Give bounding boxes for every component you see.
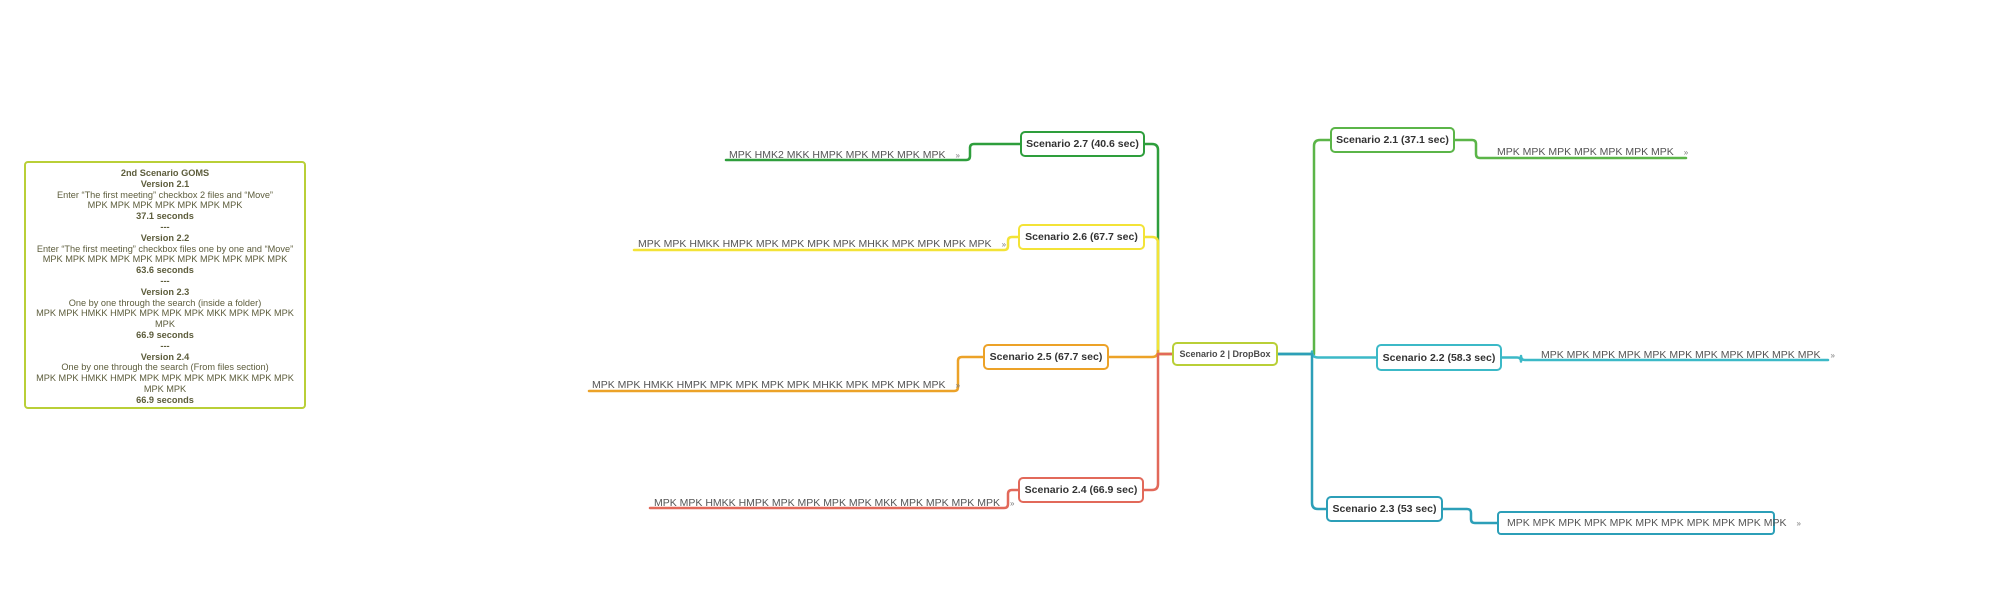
notes-line: Enter “The first meeting” checkbox files… (36, 243, 294, 254)
leaf-text: MPK MPK MPK MPK MPK MPK MPK (1497, 146, 1674, 158)
leaf-sequence-s24[interactable]: MPK MPK HMKK HMPK MPK MPK MPK MPK MKK MP… (654, 495, 1014, 511)
notes-line: 66.9 seconds (136, 329, 194, 340)
connector-path (1143, 142, 1174, 356)
expand-icon[interactable]: » (955, 381, 961, 390)
leaf-sequence-s22[interactable]: MPK MPK MPK MPK MPK MPK MPK MPK MPK MPK … (1541, 347, 1835, 363)
expand-icon[interactable]: » (955, 151, 960, 160)
leaf-text: MPK MPK HMKK HMPK MPK MPK MPK MPK MHKK M… (638, 238, 992, 250)
notes-line: Enter “The first meeting” checkbox 2 fil… (57, 189, 273, 200)
connector-path (1453, 138, 1688, 160)
leaf-text: MPK HMK2 MKK HMPK MPK MPK MPK MPK (729, 149, 946, 161)
branch-node-s23[interactable]: Scenario 2.3 (53 sec) (1326, 496, 1443, 522)
branch-node-s27[interactable]: Scenario 2.7 (40.6 sec) (1020, 131, 1145, 157)
notes-line: 37.1 seconds (136, 211, 194, 222)
connector-path (632, 235, 1020, 252)
connector-path (587, 355, 985, 393)
expand-icon[interactable]: » (1830, 351, 1835, 360)
connector-path (1500, 354, 1830, 363)
connector-path (1142, 352, 1174, 492)
notes-line: 63.6 seconds (136, 265, 194, 276)
notes-line: MPK MPK HMKK HMPK MPK MPK MPK MPK MKK MP… (36, 373, 294, 394)
leaf-text: MPK MPK HMKK HMPK MPK MPK MPK MPK MHKK M… (592, 379, 946, 391)
connector-path (724, 142, 1022, 162)
connector-path (1276, 352, 1328, 511)
branch-node-s26[interactable]: Scenario 2.6 (67.7 sec) (1018, 224, 1145, 250)
notes-line: Version 2.1 (140, 178, 190, 189)
notes-line: MPK MPK MPK MPK MPK MPK MPK MPK MPK MPK … (42, 254, 288, 265)
connector-path (1276, 138, 1332, 356)
notes-line: MPK MPK MPK MPK MPK MPK MPK (87, 200, 243, 211)
leaf-sequence-s26[interactable]: MPK MPK HMKK HMPK MPK MPK MPK MPK MHKK M… (638, 236, 1006, 252)
branch-node-s22[interactable]: Scenario 2.2 (58.3 sec) (1376, 344, 1502, 371)
notes-line: Version 2.2 (140, 232, 190, 243)
expand-icon[interactable]: » (1009, 499, 1015, 508)
branch-node-s24[interactable]: Scenario 2.4 (66.9 sec) (1018, 477, 1144, 503)
notes-line: --- (160, 221, 170, 232)
notes-line: MPK MPK HMKK HMPK MPK MPK MPK MKK MPK MP… (36, 308, 294, 330)
connector-path (1143, 235, 1174, 356)
connector-path (648, 488, 1020, 510)
leaf-sequence-s25[interactable]: MPK MPK HMKK HMPK MPK MPK MPK MPK MHKK M… (592, 377, 960, 393)
notes-line: --- (160, 340, 170, 351)
leaf-sequence-s23[interactable]: MPK MPK MPK MPK MPK MPK MPK MPK MPK MPK … (1497, 511, 1801, 535)
leaf-sequence-s27[interactable]: MPK HMK2 MKK HMPK MPK MPK MPK MPK » (729, 147, 960, 163)
expand-icon[interactable]: » (1796, 519, 1801, 528)
notes-line: Version 2.4 (140, 351, 190, 362)
leaf-text: MPK MPK MPK MPK MPK MPK MPK MPK MPK MPK … (1507, 517, 1787, 529)
notes-line: One by one through the search (From file… (61, 362, 269, 373)
notes-line: 2nd Scenario GOMS (120, 168, 210, 178)
expand-icon[interactable]: » (1001, 240, 1007, 249)
notes-line: 66.9 seconds (136, 394, 194, 405)
leaf-sequence-s21[interactable]: MPK MPK MPK MPK MPK MPK MPK » (1497, 144, 1689, 160)
leaf-text: MPK MPK HMKK HMPK MPK MPK MPK MPK MKK MP… (654, 497, 1000, 509)
connector-path (1441, 507, 1499, 525)
root-node[interactable]: Scenario 2 | DropBox (1172, 342, 1278, 366)
branch-node-s21[interactable]: Scenario 2.1 (37.1 sec) (1330, 127, 1455, 153)
expand-icon[interactable]: » (1683, 148, 1689, 157)
notes-line: One by one through the search (inside a … (68, 297, 262, 308)
leaf-text: MPK MPK MPK MPK MPK MPK MPK MPK MPK MPK … (1541, 349, 1821, 361)
notes-line: Version 2.3 (140, 286, 190, 297)
notes-line: --- (160, 275, 170, 286)
branch-node-s25[interactable]: Scenario 2.5 (67.7 sec) (983, 344, 1109, 370)
